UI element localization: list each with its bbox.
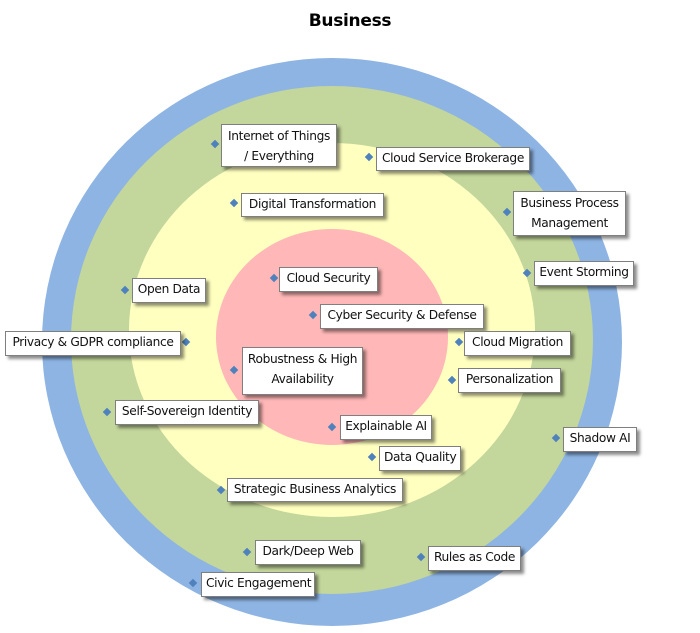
label-shadow-ai: Shadow AI (563, 427, 637, 452)
label-cloud-migration: Cloud Migration (464, 331, 571, 356)
label-strategic-business-analytics: Strategic Business Analytics (227, 478, 403, 502)
label-event-storming: Event Storming (534, 261, 634, 286)
label-rules-as-code: Rules as Code (428, 546, 521, 571)
label-personalization: Personalization (458, 368, 561, 393)
label-cyber-security-defense: Cyber Security & Defense (320, 304, 484, 329)
label-cloud-service-brokerage: Cloud Service Brokerage (376, 147, 530, 171)
label-business-process-management: Business Process Management (513, 191, 626, 236)
label-explainable-ai: Explainable AI (340, 415, 432, 440)
label-open-data: Open Data (132, 278, 206, 303)
label-privacy-gdpr: Privacy & GDPR compliance (5, 331, 181, 356)
label-cloud-security: Cloud Security (279, 267, 378, 292)
label-data-quality: Data Quality (379, 446, 461, 471)
label-dark-deep-web: Dark/Deep Web (255, 540, 361, 565)
diagram-title: Business (308, 11, 392, 31)
label-internet-of-things: Internet of Things / Everything (221, 124, 337, 167)
label-digital-transformation: Digital Transformation (241, 193, 384, 217)
label-self-sovereign-identity: Self-Sovereign Identity (115, 400, 259, 425)
label-civic-engagement: Civic Engagement (201, 572, 315, 597)
label-robustness-high-availability: Robustness & High Availability (242, 347, 363, 395)
